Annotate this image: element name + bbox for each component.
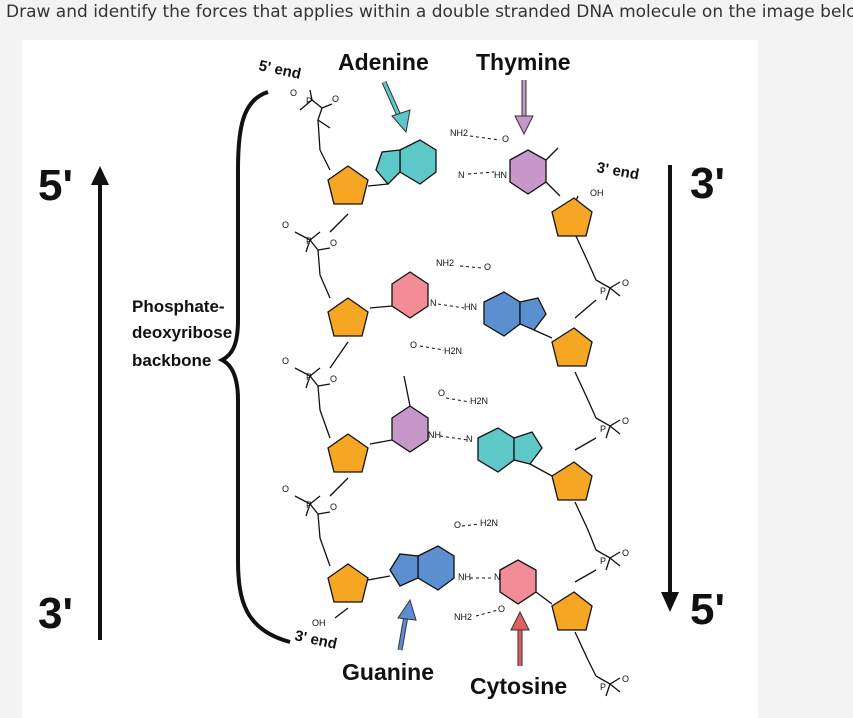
right-strand-arrowhead xyxy=(661,592,679,612)
label-5end-top: 5' end xyxy=(257,57,302,83)
label-right-3prime: 3' xyxy=(690,159,725,208)
backbone-label-line3: backbone xyxy=(132,351,211,370)
svg-text:O: O xyxy=(484,262,491,272)
sugar-right-1 xyxy=(551,197,593,237)
svg-text:O: O xyxy=(622,416,629,426)
cytosine-arrow xyxy=(510,610,530,666)
svg-text:O: O xyxy=(502,134,509,144)
svg-text:O: O xyxy=(498,604,505,614)
svg-text:HN: HN xyxy=(494,170,507,180)
svg-text:P: P xyxy=(306,372,312,382)
svg-text:N: N xyxy=(430,298,437,308)
pair-2-guanine xyxy=(483,291,553,339)
label-adenine: Adenine xyxy=(338,49,429,75)
label-left-3prime: 3' xyxy=(38,589,73,638)
sugar-right-3 xyxy=(551,461,593,501)
left-phosphate-atoms: P P P P O O O O O O O O xyxy=(282,88,339,512)
backbone-label-line2: deoxyribose xyxy=(132,323,232,342)
svg-text:O: O xyxy=(282,356,289,366)
svg-text:P: P xyxy=(600,424,606,434)
svg-text:P: P xyxy=(306,236,312,246)
svg-text:O: O xyxy=(290,88,297,98)
svg-text:O: O xyxy=(438,388,445,398)
svg-text:H2N: H2N xyxy=(480,518,498,528)
pair-3-thymine xyxy=(369,375,429,453)
sugar-left-3 xyxy=(327,433,369,473)
left-backbone xyxy=(294,89,349,619)
svg-text:NH2: NH2 xyxy=(436,258,454,268)
label-oh-top: OH xyxy=(590,188,604,198)
svg-text:H2N: H2N xyxy=(444,346,462,356)
label-left-5prime: 5' xyxy=(38,161,73,210)
svg-text:P: P xyxy=(600,682,606,692)
pair-4-hbonds: O H2N NH N NH2 O xyxy=(454,518,505,622)
svg-text:O: O xyxy=(330,502,337,512)
thymine-arrow xyxy=(514,80,534,136)
pair-4-guanine xyxy=(367,545,455,591)
svg-text:O: O xyxy=(454,520,461,530)
svg-text:O: O xyxy=(622,278,629,288)
svg-text:O: O xyxy=(330,238,337,248)
backbone-label-line1: Phosphate- xyxy=(132,297,225,316)
svg-text:P: P xyxy=(600,286,606,296)
guanine-arrow xyxy=(397,598,417,651)
pair-4-cytosine xyxy=(499,559,553,605)
sugar-right-4 xyxy=(551,591,593,631)
svg-text:H2N: H2N xyxy=(470,396,488,406)
svg-text:NH2: NH2 xyxy=(454,612,472,622)
sugar-left-2 xyxy=(327,297,369,337)
label-right-5prime: 5' xyxy=(690,585,725,634)
sugar-left-1 xyxy=(327,165,369,205)
svg-text:P: P xyxy=(600,556,606,566)
left-strand-arrowhead xyxy=(91,166,109,185)
svg-text:N: N xyxy=(494,572,501,582)
svg-text:P: P xyxy=(306,96,312,106)
svg-text:O: O xyxy=(282,484,289,494)
svg-text:O: O xyxy=(410,340,417,350)
label-oh-bottom: OH xyxy=(312,618,326,628)
svg-text:NH: NH xyxy=(458,572,471,582)
svg-text:P: P xyxy=(306,500,312,510)
label-guanine: Guanine xyxy=(342,659,434,685)
backbone-brace xyxy=(217,90,291,644)
pair-1-adenine xyxy=(367,139,437,187)
question-text: Draw and identify the forces that applie… xyxy=(6,2,853,22)
svg-text:O: O xyxy=(282,220,289,230)
svg-text:N: N xyxy=(466,434,473,444)
pair-3-hbonds: O H2N NH N xyxy=(428,388,488,444)
svg-text:O: O xyxy=(622,674,629,684)
pair-1-hbonds: NH2 O N HN xyxy=(450,128,509,180)
svg-text:HN: HN xyxy=(464,302,477,312)
svg-text:N: N xyxy=(458,170,465,180)
adenine-arrow xyxy=(381,80,411,134)
sugar-left-4 xyxy=(327,563,369,603)
svg-text:O: O xyxy=(622,548,629,558)
svg-text:O: O xyxy=(332,94,339,104)
pair-1-thymine xyxy=(509,147,561,197)
label-thymine: Thymine xyxy=(476,49,571,75)
right-backbone xyxy=(571,195,621,697)
label-3end-bottom: 3' end xyxy=(293,627,338,653)
label-3end-top: 3' end xyxy=(595,159,640,183)
pair-2-hbonds: NH2 O N HN O H2N xyxy=(410,258,491,356)
svg-text:O: O xyxy=(330,374,337,384)
svg-text:NH: NH xyxy=(428,430,441,440)
sugar-right-2 xyxy=(551,327,593,367)
svg-text:NH2: NH2 xyxy=(450,128,468,138)
pair-3-adenine xyxy=(477,427,553,477)
pair-2-cytosine xyxy=(369,271,429,319)
right-phosphate-atoms: P P P P O O O O xyxy=(600,278,629,692)
label-cytosine: Cytosine xyxy=(470,673,567,699)
